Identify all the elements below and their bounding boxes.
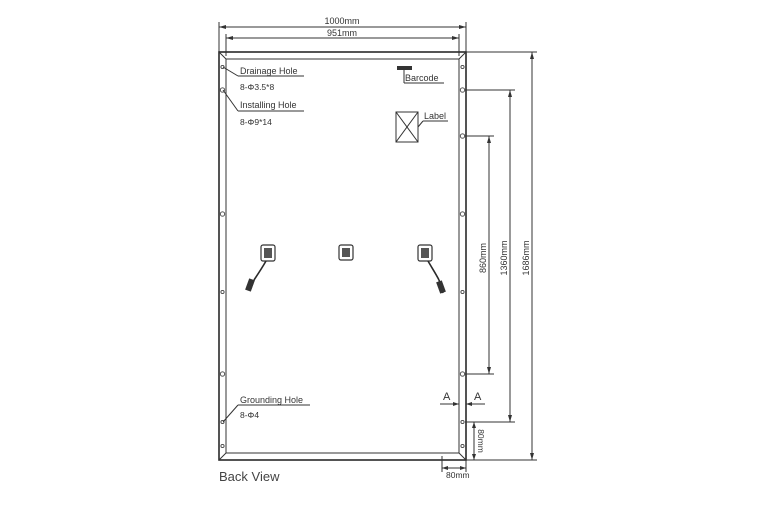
junction-box-left [245, 244, 276, 292]
caption-back-view: Back View [219, 469, 280, 484]
grounding-hole-icon [460, 419, 465, 425]
width-dimension-1000: 1000mm [218, 16, 467, 56]
barcode-icon [397, 66, 412, 70]
barcode-label: Barcode [405, 73, 439, 83]
edge-dimension-80-vertical: 80mm [465, 421, 486, 460]
width-1000-text: 1000mm [324, 16, 359, 26]
drainage-hole-icon [220, 443, 225, 449]
dim-1360-text: 1360mm [499, 240, 509, 275]
dim-80-vertical-text: 80mm [476, 429, 486, 453]
panel-frame [218, 51, 467, 461]
dimension-860: 860mm [465, 135, 494, 375]
grounding-hole-spec: 8-Φ4 [240, 410, 259, 420]
section-a-right: A [474, 391, 482, 403]
installing-hole-spec: 8-Φ9*14 [240, 117, 272, 127]
label-text: Label [424, 111, 446, 121]
drainage-hole-callout: Drainage Hole 8-Φ3.5*8 [222, 66, 304, 92]
junction-box-right [417, 244, 446, 294]
dim-80-horizontal-text: 80mm [446, 470, 470, 480]
section-a-left: A [443, 391, 451, 403]
installing-hole-icon [459, 211, 466, 217]
installing-hole-callout: Installing Hole 8-Φ9*14 [222, 89, 304, 127]
connector-icon [245, 278, 255, 292]
grounding-hole-label: Grounding Hole [240, 395, 303, 405]
section-mark-a-a: A A [440, 391, 485, 406]
frame-holes-left [219, 64, 226, 449]
drainage-hole-icon [460, 64, 465, 70]
drainage-hole-icon [220, 64, 225, 70]
drainage-hole-icon [460, 443, 465, 449]
installing-hole-icon [219, 371, 226, 377]
drainage-hole-spec: 8-Φ3.5*8 [240, 82, 274, 92]
installing-hole-icon [459, 371, 466, 377]
dimension-1686: 1686mm [466, 51, 537, 461]
grounding-hole-icon [220, 289, 225, 295]
barcode-callout: Barcode [397, 66, 444, 84]
installing-hole-icon [219, 211, 226, 217]
dim-860-text: 860mm [478, 243, 488, 273]
dim-1686-text: 1686mm [521, 240, 531, 275]
installing-hole-icon [459, 87, 466, 93]
grounding-hole-icon [460, 289, 465, 295]
junction-box-center [338, 244, 354, 261]
drainage-hole-label: Drainage Hole [240, 66, 298, 76]
width-951-text: 951mm [327, 28, 357, 38]
installing-hole-label: Installing Hole [240, 100, 297, 110]
label-callout: Label [395, 111, 448, 143]
grounding-hole-callout: Grounding Hole 8-Φ4 [222, 395, 310, 423]
installing-hole-icon [459, 133, 466, 139]
dimension-1360: 1360mm [465, 89, 515, 423]
edge-dimension-80-horizontal: 80mm [441, 456, 470, 480]
frame-holes-right [459, 64, 466, 449]
connector-icon [436, 280, 446, 294]
